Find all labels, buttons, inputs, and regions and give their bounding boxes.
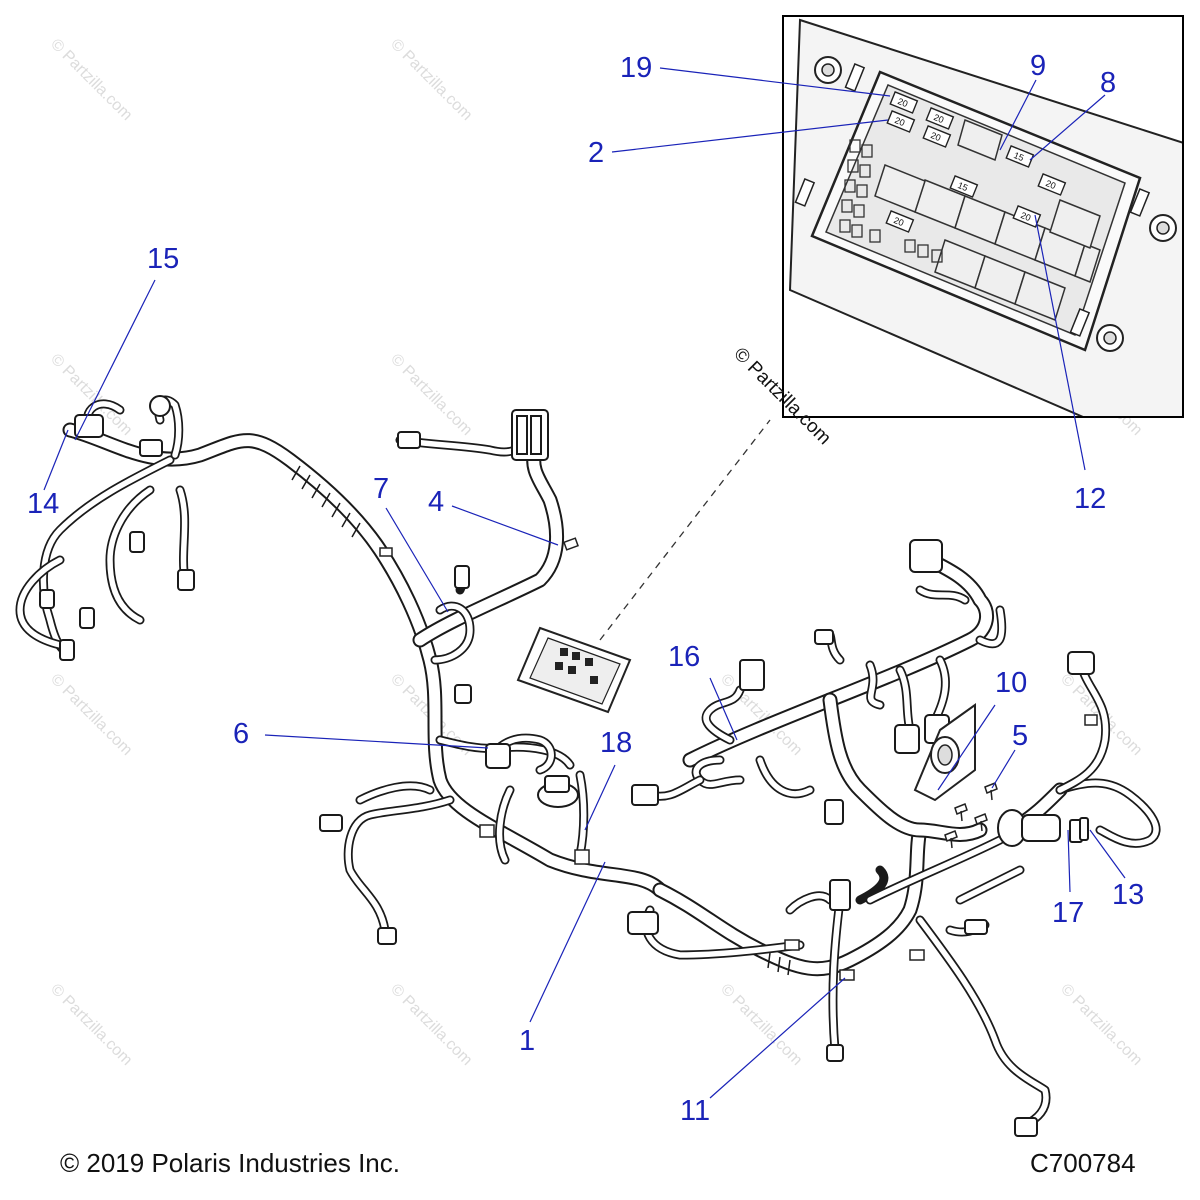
fuse-label: 20 [929, 130, 942, 143]
callout-8: 8 [1100, 67, 1116, 99]
callout-18: 18 [600, 727, 632, 759]
callout-7: 7 [373, 473, 389, 505]
callout-2: 2 [588, 137, 604, 169]
tie-clamps [379, 537, 1098, 981]
callout-10: 10 [995, 667, 1027, 699]
fuse-label: 15 [1012, 150, 1025, 163]
watermark: © Partzilla.com [387, 981, 475, 1069]
fuse-label: 20 [892, 215, 905, 228]
fuse-label: 20 [896, 96, 909, 109]
grommet-plate [913, 703, 976, 802]
main-harness [15, 395, 1161, 1137]
leader-lines [43, 67, 1126, 1099]
fuse-label: 20 [893, 115, 906, 128]
watermark: © Partzilla.com [387, 36, 475, 124]
callout-6: 6 [233, 718, 249, 750]
watermark: © Partzilla.com [1057, 981, 1145, 1069]
callout-12: 12 [1074, 483, 1106, 515]
fuse-row: 20 20 20 20 15 15 20 20 20 [885, 91, 1067, 233]
callout-1: 1 [519, 1025, 535, 1057]
fuse-box [516, 626, 632, 714]
fuse-label: 20 [1044, 178, 1057, 191]
watermark: © Partzilla.com [47, 671, 135, 759]
callout-labels: 19 2 9 8 12 15 14 7 4 6 18 16 10 5 1 11 … [27, 50, 1144, 1127]
fuse-box-inset: 20 20 20 20 15 15 20 20 20 [782, 15, 1184, 418]
callout-11: 11 [680, 1095, 710, 1127]
callout-15: 15 [147, 243, 179, 275]
callout-14: 14 [27, 488, 59, 520]
watermark: © Partzilla.com [47, 981, 135, 1069]
watermark: © Partzilla.com [47, 36, 135, 124]
fuse-label: 20 [1019, 210, 1032, 223]
terminal-slots [839, 139, 943, 263]
fuse-label: 15 [956, 180, 969, 193]
callout-19: 19 [620, 52, 652, 84]
screws [944, 782, 998, 849]
callout-17: 17 [1052, 897, 1084, 929]
callout-13: 13 [1112, 879, 1144, 911]
fuse-label: 20 [932, 112, 945, 125]
drawing-number: C700784 [1030, 1148, 1136, 1178]
callout-5: 5 [1012, 720, 1028, 752]
copyright-text: © 2019 Polaris Industries Inc. [60, 1148, 400, 1178]
watermark: © Partzilla.com [387, 351, 475, 439]
projection-line [599, 419, 771, 641]
callout-9: 9 [1030, 50, 1046, 82]
callout-16: 16 [668, 641, 700, 673]
callout-4: 4 [428, 486, 444, 518]
